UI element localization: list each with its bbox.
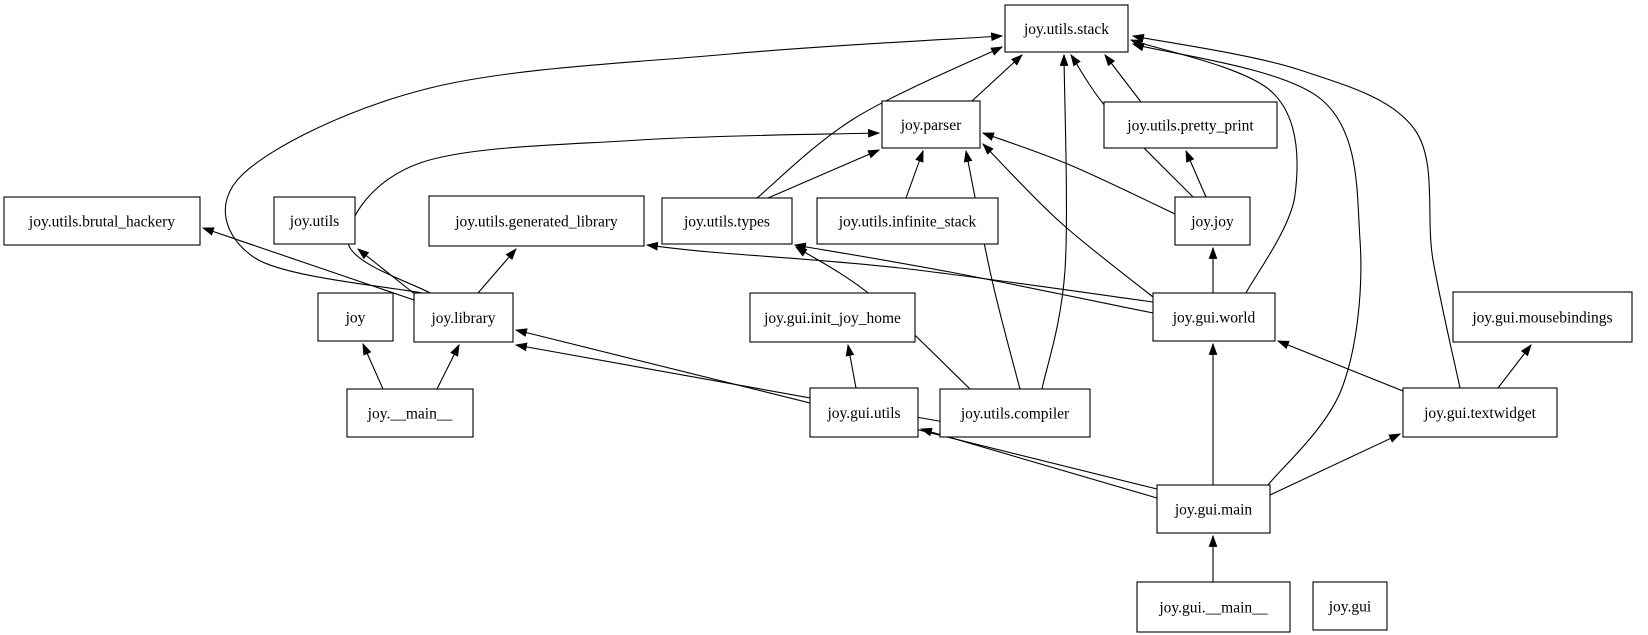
node-label-joy-gui-world: joy.gui.world	[1172, 310, 1256, 327]
node-layer: joy.utils.stack joy.parser joy.utils.prett…	[3, 4, 1633, 633]
node-box-joy-gui-utils	[809, 387, 919, 438]
node-box-joy-utils-brutal-hackery	[3, 196, 201, 246]
node-joy-utils-types: joy.utils.types	[661, 197, 793, 245]
edge-joy-library-to-joy-parser	[347, 128, 881, 294]
node-label-joy-utils-pretty-print: joy.utils.pretty_print	[1126, 118, 1254, 135]
node-joy-utils-infinite-stack: joy.utils.infinite_stack	[816, 197, 999, 245]
node-box-joy-utils-compiler	[939, 388, 1091, 438]
node-label-joy-gui-mousebindings: joy.gui.mousebindings	[1471, 310, 1612, 327]
node-box-joy-main	[346, 388, 474, 438]
node-box-joy-gui	[1312, 581, 1388, 631]
node-box-joy-utils-types	[661, 197, 793, 245]
node-joy-utils-compiler: joy.utils.compiler	[939, 388, 1091, 438]
node-box-joy	[317, 292, 394, 342]
node-joy-gui-init-joy-home: joy.gui.init_joy_home	[749, 292, 916, 343]
node-label-joy-parser: joy.parser	[900, 117, 962, 134]
node-box-joy-gui-textwidget	[1402, 387, 1558, 438]
node-joy-utils-generated-library: joy.utils.generated_library	[428, 195, 645, 247]
node-label-joy-utils-stack: joy.utils.stack	[1023, 21, 1109, 38]
node-box-joy-gui-world	[1152, 292, 1276, 342]
node-box-joy-utils	[273, 196, 356, 245]
node-joy: joy	[317, 292, 394, 342]
edge-joy-gui-textwidget-to-joy-gui-mousebindings	[1497, 344, 1532, 389]
node-joy-gui-world: joy.gui.world	[1152, 292, 1276, 342]
node-joy-library: joy.library	[413, 292, 514, 343]
node-joy-gui-main: joy.gui.__main__	[1136, 581, 1291, 633]
node-label-joy-utils-infinite-stack: joy.utils.infinite_stack	[838, 214, 977, 231]
edge-joy-joy-to-joy-utils-pretty-print	[1185, 149, 1207, 198]
edge-joy-gui-world-to-joy-utils-stack	[1129, 39, 1298, 294]
node-joy-utils-brutal-hackery: joy.utils.brutal_hackery	[3, 196, 201, 246]
node-label-joy-gui-init-joy-home: joy.gui.init_joy_home	[763, 310, 901, 327]
node-box-joy-gui-main	[1136, 581, 1291, 633]
edge-joy-main-to-joy	[362, 342, 384, 390]
edge-joy-utils-pretty-print-to-joy-utils-stack	[1104, 54, 1142, 103]
node-box-joy-joy	[1174, 196, 1251, 246]
node-box-joy-parser	[881, 100, 981, 149]
node-label-joy: joy	[345, 310, 366, 327]
edge-joy-library-to-joy-utils-brutal-hackery	[201, 227, 415, 301]
edge-joy-utils-compiler-to-joy-utils-stack	[1041, 53, 1069, 390]
node-label-joy-gui-main: joy.gui.__main__	[1158, 600, 1268, 617]
edge-joy-joy-to-joy-parser	[981, 132, 1176, 215]
edge-joy-gui-textwidget-to-joy-utils-stack	[1131, 33, 1461, 389]
edge-joy-gui-textwidget-to-joy-gui-world	[1276, 340, 1404, 392]
edge-joy-utils-compiler-to-joy-parser	[963, 149, 1021, 390]
node-label-joy-gui-utils: joy.gui.utils	[826, 405, 900, 422]
edge-joy-library-to-joy-utils-stack	[224, 32, 1004, 294]
edge-joy-main-to-joy-library	[436, 343, 460, 390]
edge-joy-parser-to-joy-utils-stack	[971, 54, 1023, 102]
node-box-joy-utils-infinite-stack	[816, 197, 999, 245]
node-label-joy-gui: joy.gui	[1328, 599, 1372, 616]
edge-joy-gui-main-to-joy-gui-utils	[919, 427, 1158, 499]
edge-joy-gui-main-to-joy-gui-textwidget	[1269, 433, 1402, 496]
node-box-joy-utils-generated-library	[428, 195, 645, 247]
edge-joy-library-to-joy-utils-generated-library	[477, 248, 517, 294]
edge-joy-utils-infinite-stack-to-joy-parser	[905, 149, 924, 199]
node-label-joy-joy: joy.joy	[1190, 214, 1234, 231]
node-label-joy-utils-compiler: joy.utils.compiler	[960, 406, 1070, 423]
node-box-joy-utils-pretty-print	[1103, 101, 1278, 149]
node-joy-gui-main: joy.gui.main	[1156, 484, 1271, 534]
node-joy-main: joy.__main__	[346, 388, 474, 438]
node-joy-utils: joy.utils	[273, 196, 356, 245]
node-label-joy-utils-generated-library: joy.utils.generated_library	[454, 214, 618, 231]
node-label-joy-main: joy.__main__	[367, 406, 453, 423]
node-label-joy-gui-textwidget: joy.gui.textwidget	[1423, 405, 1536, 422]
edge-joy-library-to-joy-utils	[357, 248, 417, 296]
edge-joy-gui-main-to-joy-utils-stack	[1131, 42, 1362, 486]
edge-joy-gui-world-to-joy-utils-generated-library	[645, 241, 1154, 303]
edge-joy-utils-types-to-joy-parser	[767, 149, 881, 199]
edge-joy-utils-types-to-joy-utils-stack	[756, 46, 1004, 199]
node-joy-gui-textwidget: joy.gui.textwidget	[1402, 387, 1558, 438]
node-joy-utils-pretty-print: joy.utils.pretty_print	[1103, 101, 1278, 149]
node-joy-gui-mousebindings: joy.gui.mousebindings	[1452, 291, 1633, 343]
node-label-joy-utils-brutal-hackery: joy.utils.brutal_hackery	[28, 214, 175, 231]
edge-joy-gui-world-to-joy-utils-types	[793, 242, 1154, 314]
node-label-joy-utils: joy.utils	[289, 213, 339, 230]
node-joy-utils-stack: joy.utils.stack	[1004, 4, 1129, 53]
node-label-joy-utils-types: joy.utils.types	[683, 214, 770, 231]
node-label-joy-gui-main: joy.gui.main	[1174, 502, 1253, 519]
node-joy-gui: joy.gui	[1312, 581, 1388, 631]
node-joy-parser: joy.parser	[881, 100, 981, 149]
node-joy-joy: joy.joy	[1174, 196, 1251, 246]
node-box-joy-utils-stack	[1004, 4, 1129, 53]
edge-joy-gui-world-to-joy-parser	[982, 143, 1154, 298]
node-box-joy-gui-init-joy-home	[749, 292, 916, 343]
node-joy-gui-utils: joy.gui.utils	[809, 387, 919, 438]
node-label-joy-library: joy.library	[431, 310, 496, 327]
node-box-joy-library	[413, 292, 514, 343]
node-box-joy-gui-mousebindings	[1452, 291, 1633, 343]
edge-joy-gui-utils-to-joy-gui-init-joy-home	[845, 343, 857, 389]
node-box-joy-gui-main	[1156, 484, 1271, 534]
